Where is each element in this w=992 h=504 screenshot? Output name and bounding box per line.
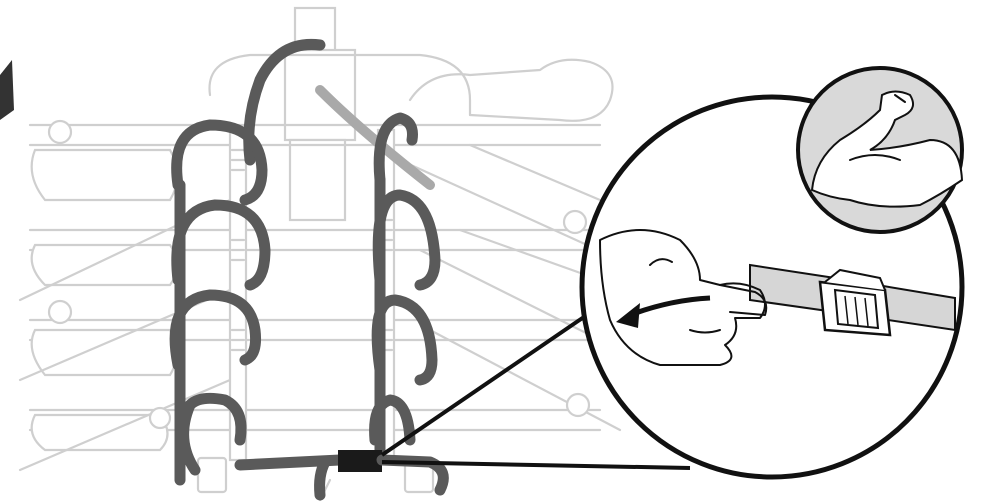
flexed-arm-badge xyxy=(798,68,962,232)
buckle-location xyxy=(338,450,382,472)
cam-buckle xyxy=(820,270,890,335)
edge-mark xyxy=(0,60,14,120)
bike-rack-frame xyxy=(20,8,620,500)
